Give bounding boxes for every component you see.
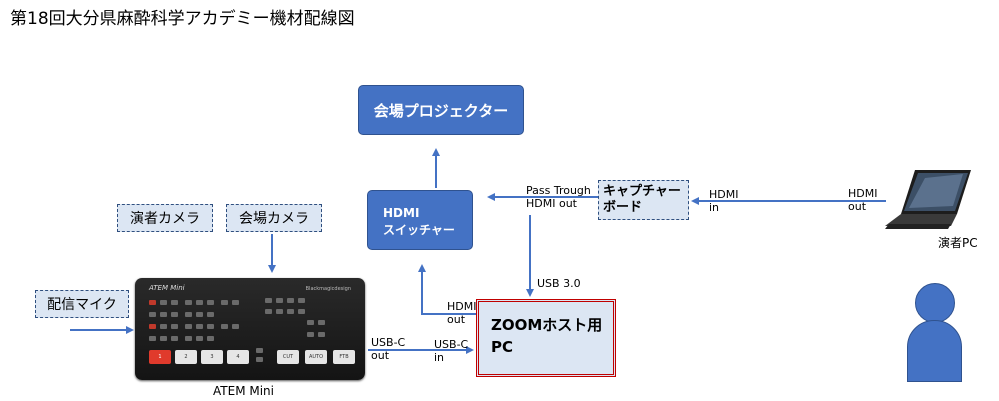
atem-key (160, 312, 167, 317)
atem-key (207, 312, 214, 317)
usb3-label: USB 3.0 (537, 277, 581, 290)
atem-key (207, 300, 214, 305)
atem-key (185, 336, 192, 341)
zoom-hdmi-out-label: HDMI out (447, 300, 476, 326)
atem-mini-device: ATEM Mini Blackmagicdesign 1 2 3 4 CUT A… (135, 278, 365, 380)
mic-label: 配信マイク (47, 297, 117, 313)
usbc-in-label-1: USB-C (434, 338, 469, 351)
pc-hdmi-out-label-2: out (848, 200, 867, 213)
zoom-hdmi-out-label-2: out (447, 313, 466, 326)
atem-ftb-button: FTB (333, 350, 355, 364)
atem-input-button-2: 2 (175, 350, 197, 364)
atem-key (149, 336, 156, 341)
venue-camera-label: 会場カメラ (239, 211, 309, 227)
atem-key (287, 309, 294, 314)
usbc-in-label-2: in (434, 351, 445, 364)
atem-key (298, 309, 305, 314)
hdmi-switcher-label-2: スイッチャー (383, 223, 455, 237)
atem-key (276, 309, 283, 314)
atem-key (276, 298, 283, 303)
atem-mini-label: ATEM Mini (213, 384, 274, 398)
pass-through-label-1: Pass Trough (526, 184, 591, 197)
pass-through-label-2: HDMI out (526, 197, 577, 210)
capture-hdmi-in-label-1: HDMI (709, 188, 739, 201)
atem-key (196, 300, 203, 305)
atem-key (185, 300, 192, 305)
projector-box: 会場プロジェクター (358, 85, 524, 135)
page-title: 第18回大分県麻酔科学アカデミー機材配線図 (10, 9, 355, 29)
atem-key (185, 312, 192, 317)
usbc-out-label-2: out (371, 349, 390, 362)
usb3-label-text: USB 3.0 (537, 277, 581, 290)
atem-key (149, 312, 156, 317)
usbc-out-label: USB-C out (371, 336, 405, 362)
atem-key (149, 300, 156, 305)
atem-key (232, 324, 239, 329)
pc-hdmi-out-label: HDMI out (848, 187, 877, 213)
atem-auto-button: AUTO (305, 350, 327, 364)
atem-key (265, 309, 272, 314)
performer-pc-label: 演者PC (938, 236, 978, 250)
atem-key (256, 348, 263, 353)
atem-key (307, 332, 314, 337)
mic-box: 配信マイク (35, 290, 129, 318)
atem-maker-text: Blackmagicdesign (305, 286, 351, 292)
zoom-host-pc-label-2: PC (491, 338, 514, 356)
atem-key (265, 298, 272, 303)
atem-key (160, 336, 167, 341)
atem-key (196, 312, 203, 317)
zoom-hdmi-out-label-1: HDMI (447, 300, 477, 313)
capture-hdmi-in-label-2: in (709, 201, 720, 214)
atem-cut-button: CUT (277, 350, 299, 364)
arrow-zoom-to-switcher (418, 264, 476, 315)
atem-key (256, 357, 263, 362)
atem-key (307, 320, 314, 325)
person-head-icon (915, 283, 955, 323)
atem-key (207, 324, 214, 329)
person-body-icon (907, 320, 962, 382)
pc-hdmi-out-label-1: HDMI (848, 187, 878, 200)
capture-hdmi-in-label: HDMI in (709, 188, 738, 214)
atem-key (232, 300, 239, 305)
venue-camera-box: 会場カメラ (226, 204, 322, 232)
atem-key (287, 298, 294, 303)
atem-key (207, 336, 214, 341)
performer-camera-label: 演者カメラ (130, 211, 200, 227)
atem-key (196, 336, 203, 341)
zoom-host-pc-label-1: ZOOMホスト用 (491, 316, 603, 334)
atem-input-button-4: 4 (227, 350, 249, 364)
atem-key (171, 324, 178, 329)
atem-brand-text: ATEM Mini (149, 284, 185, 292)
capture-board-label-1: キャプチャー (603, 184, 681, 199)
capture-board-label-2: ボード (603, 200, 643, 215)
atem-key (171, 336, 178, 341)
capture-board-box: キャプチャー ボード (598, 180, 689, 220)
atem-key (160, 324, 167, 329)
atem-input-button-3: 3 (201, 350, 223, 364)
atem-key (318, 332, 325, 337)
usbc-out-label-1: USB-C (371, 336, 406, 349)
projector-label: 会場プロジェクター (373, 101, 509, 120)
atem-key (171, 312, 178, 317)
hdmi-switcher-label-1: HDMI (383, 206, 420, 220)
atem-key (318, 320, 325, 325)
hdmi-switcher-box: HDMI スイッチャー (367, 190, 473, 250)
laptop-icon (885, 170, 971, 229)
atem-key (149, 324, 156, 329)
atem-key (171, 300, 178, 305)
usbc-in-label: USB-C in (434, 338, 468, 364)
atem-key (298, 298, 305, 303)
atem-input-button-1: 1 (149, 350, 171, 364)
atem-key (221, 324, 228, 329)
atem-key (185, 324, 192, 329)
performer-camera-box: 演者カメラ (117, 204, 213, 232)
atem-key (196, 324, 203, 329)
pass-through-label: Pass Trough HDMI out (526, 184, 591, 210)
atem-key (160, 300, 167, 305)
atem-key (221, 300, 228, 305)
zoom-host-pc-box: ZOOMホスト用 PC (476, 299, 616, 377)
